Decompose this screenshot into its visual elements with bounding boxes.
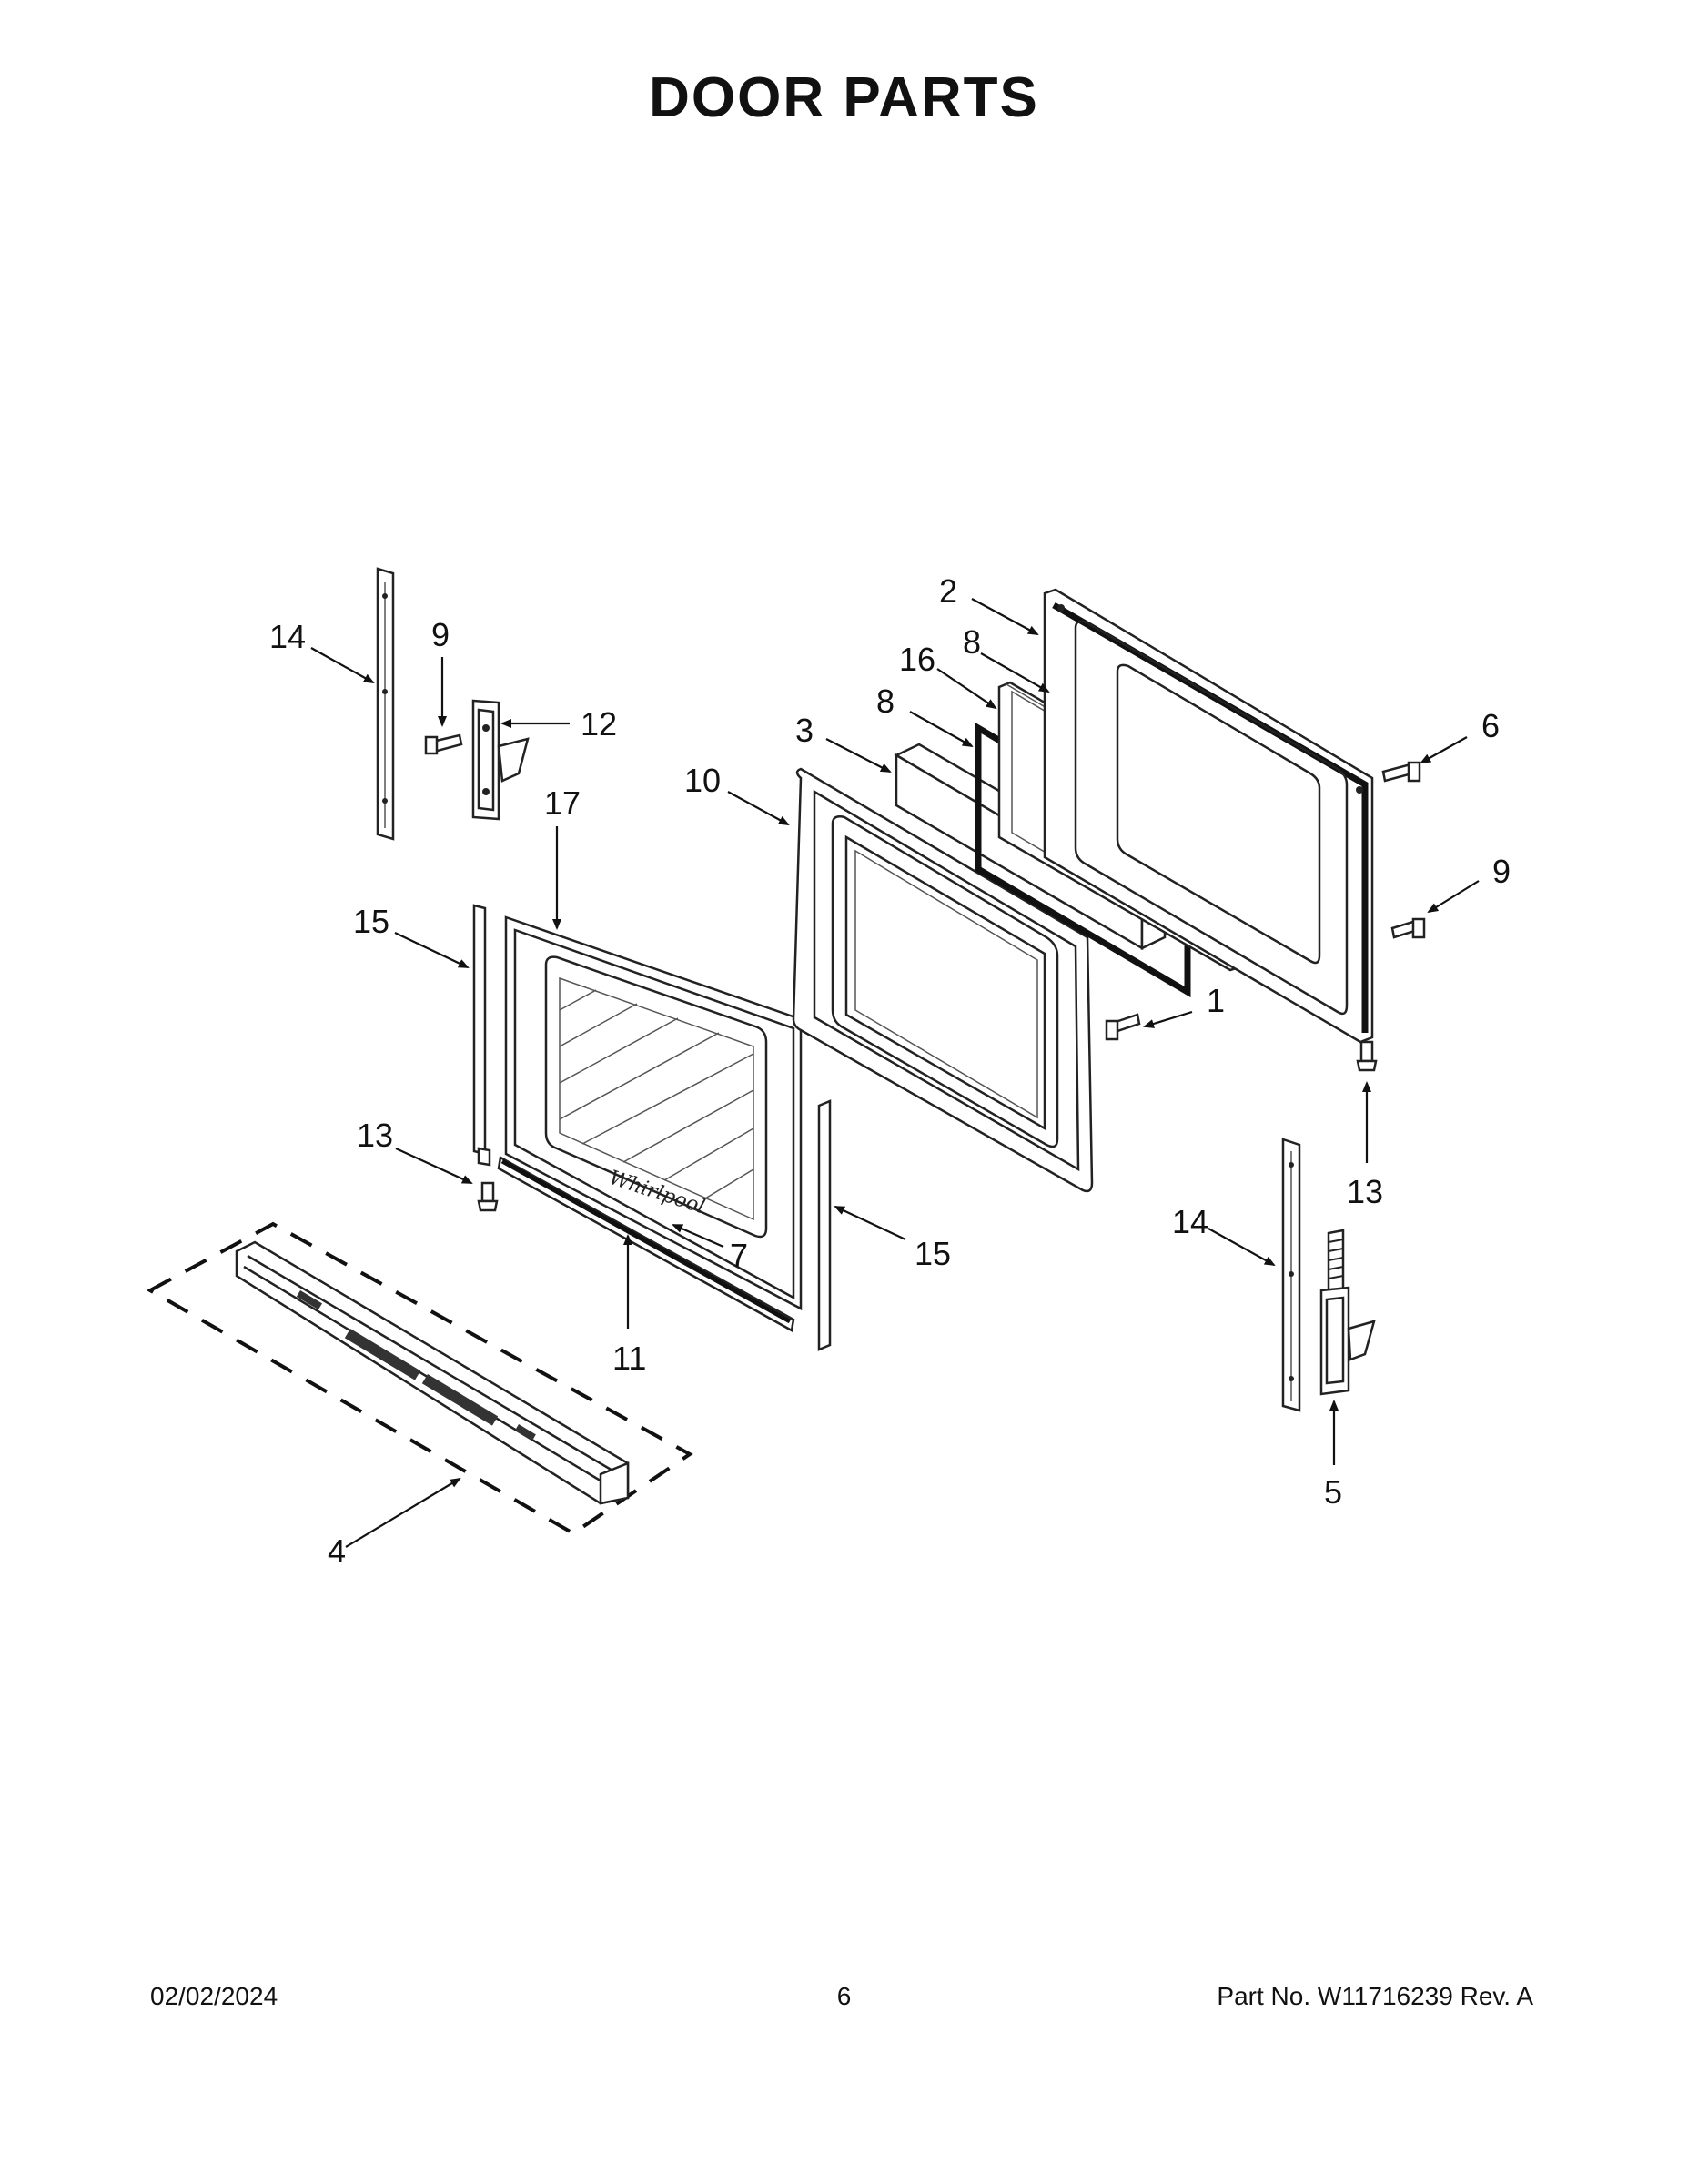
- callout-3: 3: [795, 712, 814, 749]
- part-14-right-hinge-rail: [1281, 1138, 1301, 1412]
- part-10-inner-door-frame: [792, 767, 1094, 1193]
- part-14-left-hinge-rail: [376, 567, 395, 841]
- part-6-screw: [1381, 761, 1421, 783]
- callout-7: 7: [730, 1237, 748, 1274]
- callout-12: 12: [581, 705, 617, 743]
- part-9-screw-left: [424, 733, 463, 755]
- part-4-door-handle: [146, 1221, 693, 1536]
- part-17-outer-door-panel: Whirlpool: [504, 915, 803, 1311]
- page-title: DOOR PARTS: [649, 66, 1039, 129]
- callout-numbers: 14 9 12 17 15 13 7 11 15 4 10 3 8 16 8 2…: [269, 572, 1511, 1570]
- callout-14-right: 14: [1172, 1203, 1208, 1240]
- callout-15-right: 15: [915, 1235, 951, 1272]
- callout-9-left: 9: [431, 616, 450, 653]
- callout-15-left: 15: [353, 903, 389, 940]
- part-1-screw: [1105, 1013, 1141, 1041]
- part-12-left-hinge: [471, 699, 530, 821]
- part-15-right-side-trim: [817, 1099, 832, 1351]
- callout-6: 6: [1481, 707, 1500, 744]
- callout-13-right: 13: [1347, 1173, 1383, 1210]
- callout-17: 17: [544, 784, 581, 822]
- footer-page-number: 6: [836, 1982, 852, 2010]
- part-13-screw-left: [477, 1181, 499, 1212]
- callout-8-rear: 8: [963, 623, 981, 661]
- footer-date: 02/02/2024: [150, 1982, 278, 2010]
- part-2-door-liner: [1043, 588, 1374, 1044]
- callout-9-right: 9: [1492, 853, 1511, 890]
- part-9-screw-right: [1390, 917, 1426, 939]
- callout-5: 5: [1324, 1473, 1342, 1511]
- part-5-right-hinge: [1319, 1228, 1376, 1396]
- callout-4: 4: [328, 1532, 346, 1570]
- callout-8-front: 8: [876, 682, 895, 720]
- callout-16: 16: [899, 641, 935, 678]
- callout-10: 10: [684, 762, 721, 799]
- part-15-left-side-trim: [472, 904, 491, 1167]
- callout-13-left: 13: [357, 1117, 393, 1154]
- leader-lines: [310, 598, 1480, 1548]
- callout-11: 11: [612, 1340, 646, 1377]
- part-13-screw-right: [1356, 1040, 1378, 1072]
- part-11-bottom-trim: [497, 1156, 795, 1332]
- callout-1: 1: [1207, 982, 1225, 1019]
- callout-14-left: 14: [269, 618, 306, 655]
- footer-part-number: Part No. W11716239 Rev. A: [1217, 1982, 1533, 2010]
- callout-2: 2: [939, 572, 957, 610]
